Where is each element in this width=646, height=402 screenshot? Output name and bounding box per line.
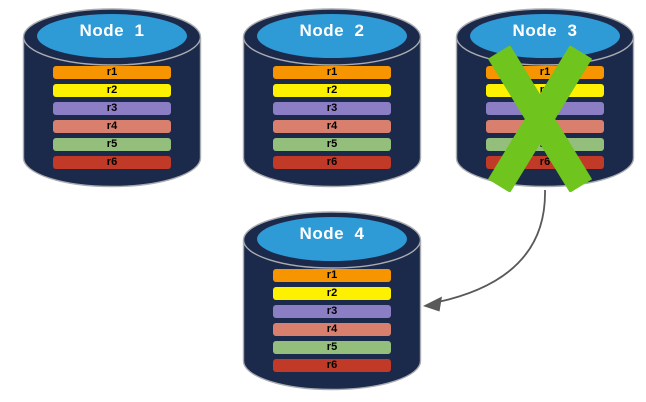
node-4: Node 4 r1 r2 r3 r4 r5 r6 [242,211,422,391]
record-bar-r2: r2 [273,84,391,97]
node-title: Node 1 [79,21,145,40]
record-bar-r4: r4 [273,323,391,336]
record-bar-r2: r2 [53,84,171,97]
node-2: Node 2 r1 r2 r3 r4 r5 r6 [242,8,422,188]
record-bar-r3: r3 [273,305,391,318]
record-bar-r5: r5 [53,138,171,151]
record-list: r1 r2 r3 r4 r5 r6 [273,66,391,169]
record-bar-r6: r6 [273,156,391,169]
node-1: Node 1 r1 r2 r3 r4 r5 r6 [22,8,202,188]
record-bar-r3: r3 [53,102,171,115]
record-bar-r4: r4 [273,120,391,133]
node-title: Node 4 [299,224,365,243]
failure-x-icon [487,46,593,192]
record-bar-r5: r5 [273,341,391,354]
record-bar-r3: r3 [273,102,391,115]
node-title: Node 3 [512,21,578,40]
record-list: r1 r2 r3 r4 r5 r6 [273,269,391,372]
record-bar-r1: r1 [53,66,171,79]
node-title: Node 2 [299,21,365,40]
record-list: r1 r2 r3 r4 r5 r6 [53,66,171,169]
record-bar-r1: r1 [273,66,391,79]
record-bar-r2: r2 [273,287,391,300]
record-bar-r1: r1 [273,269,391,282]
record-bar-r6: r6 [53,156,171,169]
record-bar-r4: r4 [53,120,171,133]
record-bar-r5: r5 [273,138,391,151]
record-bar-r6: r6 [273,359,391,372]
